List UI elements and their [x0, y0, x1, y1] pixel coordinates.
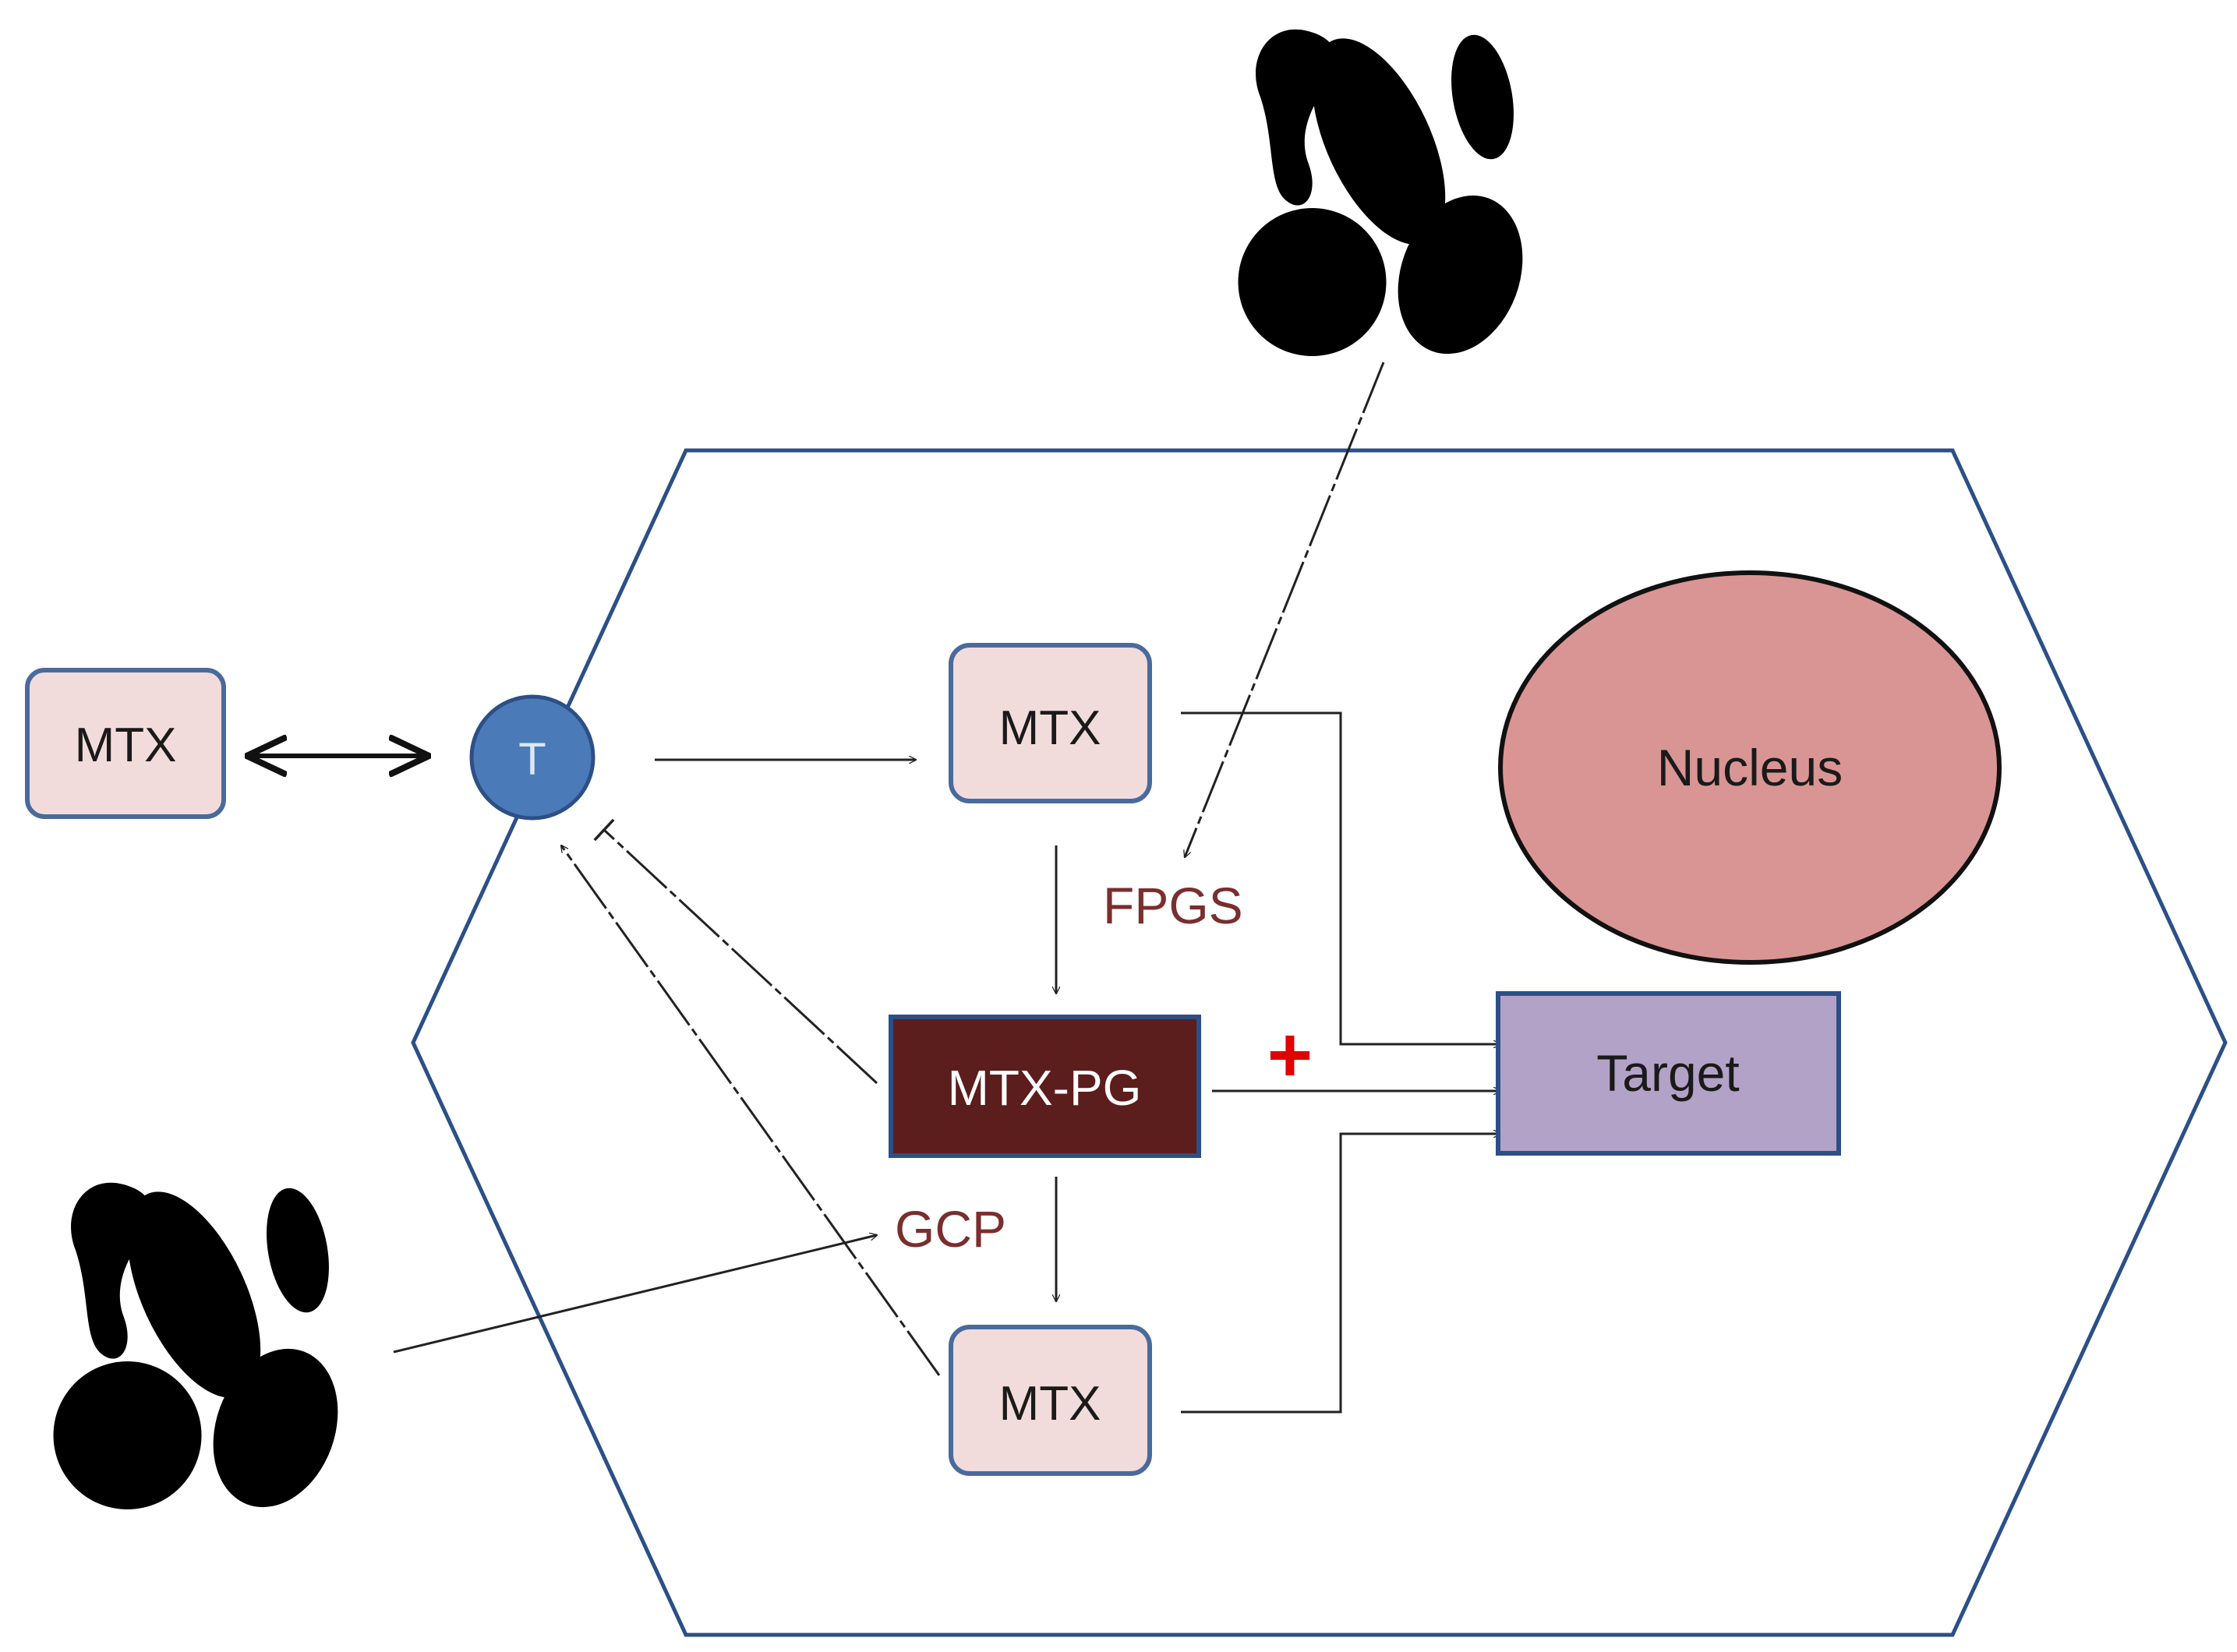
fpgs-label: FPGS	[1103, 877, 1243, 934]
transporter-label: T	[518, 734, 546, 785]
intracellular-mtx-label: MTX	[999, 701, 1101, 755]
cell-membrane	[411, 448, 2228, 1637]
mtx-lower-target-connector	[1181, 1134, 1500, 1414]
external-mtx-label: MTX	[75, 718, 177, 772]
microbe-gcp-arrow	[393, 1235, 877, 1354]
efflux-inhibition-line	[593, 818, 878, 1085]
microbe-fpgs-arrow	[1185, 362, 1385, 857]
deglutamated-mtx-label: MTX	[999, 1377, 1101, 1431]
deglutamated-mtx-node: MTX	[949, 1325, 1152, 1476]
intracellular-mtx-node: MTX	[949, 643, 1152, 803]
polyglutamate-label: MTX-PG	[948, 1060, 1142, 1116]
mtx-target-connector	[1181, 711, 1500, 1044]
microbe-cluster-icon	[38, 1172, 359, 1528]
nucleus-label: Nucleus	[1657, 739, 1843, 796]
efflux-arrow	[561, 845, 941, 1376]
microbe-cluster-icon	[1223, 19, 1544, 375]
gcp-label: GCP	[895, 1200, 1006, 1258]
target-node: Target	[1496, 991, 1841, 1156]
nucleus-node: Nucleus	[1498, 570, 2002, 965]
target-label: Target	[1596, 1044, 1739, 1102]
polyglutamate-node: MTX-PG	[889, 1015, 1201, 1158]
plus-sign: +	[1267, 1011, 1313, 1099]
external-mtx-node: MTX	[25, 668, 226, 819]
transporter-node: T	[469, 694, 595, 821]
